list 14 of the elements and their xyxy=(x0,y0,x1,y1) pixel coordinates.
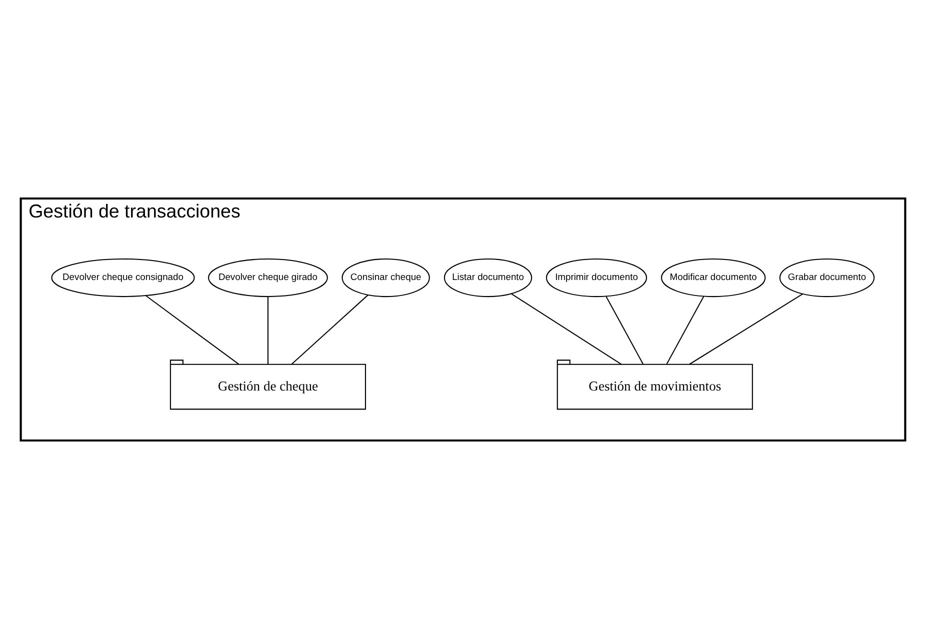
connector xyxy=(689,293,803,365)
connector xyxy=(666,296,704,364)
connector xyxy=(146,295,239,364)
node-ellipse: Devolver cheque consignado xyxy=(51,258,195,298)
connector xyxy=(606,296,644,364)
node-ellipse: Consinar cheque xyxy=(342,258,430,298)
node-ellipse: Devolver cheque girado xyxy=(208,258,328,298)
connector xyxy=(291,294,368,365)
node-ellipse: Imprimir documento xyxy=(546,258,648,298)
connector xyxy=(267,296,268,364)
node-ellipse: Grabar documento xyxy=(779,258,875,298)
node-ellipse: Modificar documento xyxy=(660,258,766,298)
node-ellipse: Listar documento xyxy=(444,258,532,298)
connector xyxy=(511,293,622,365)
